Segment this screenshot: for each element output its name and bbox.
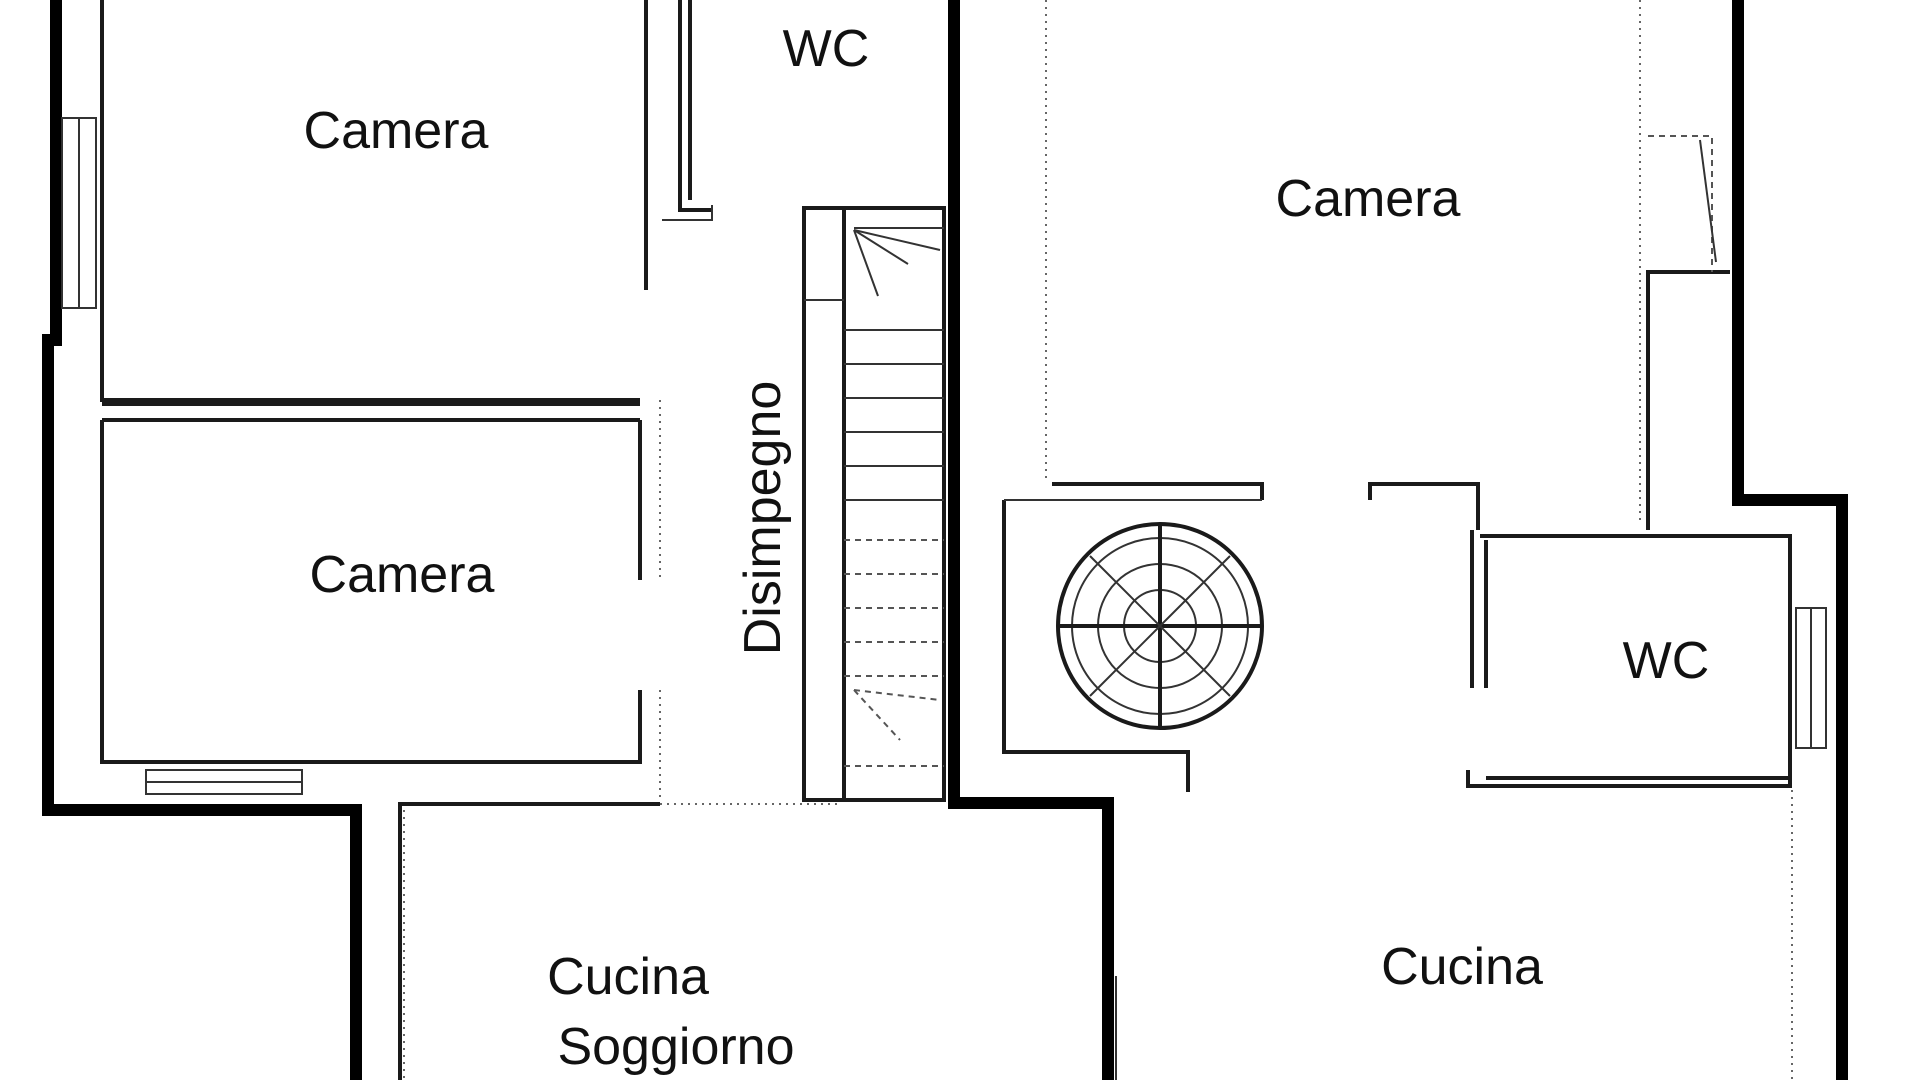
camera-mid-left-box <box>100 420 642 764</box>
room-label-cucina-soggiorno-line2: Soggiorno <box>557 1018 794 1076</box>
spiral-stair-enclosure <box>1002 500 1190 792</box>
room-label-camera-mid-left: Camera <box>310 546 495 604</box>
exterior-walls <box>42 0 1848 1080</box>
right-interior-walls <box>1002 0 1827 1080</box>
center-wall <box>948 0 1114 1080</box>
left-interior-walls <box>61 0 840 1080</box>
room-label-disimpegno: Disimpegno <box>734 381 792 656</box>
wc-left-walls <box>678 0 712 212</box>
cucina-soggiorno-top-wall <box>398 802 660 1080</box>
left-outer-wall <box>42 0 362 1080</box>
room-label-cucina-right: Cucina <box>1381 938 1543 996</box>
room-label-camera-right: Camera <box>1276 170 1461 228</box>
staircase-icon <box>802 206 946 802</box>
room-label-camera-top-left: Camera <box>304 102 489 160</box>
camera-top-left-walls <box>100 0 640 402</box>
right-outer-wall <box>1732 0 1848 1080</box>
spiral-staircase-icon <box>1056 522 1264 730</box>
wc-right-walls <box>1466 534 1792 788</box>
camera-right-bottom-wall-right <box>1368 482 1480 530</box>
room-label-wc-left: WC <box>783 20 870 78</box>
room-label-wc-right: WC <box>1623 632 1710 690</box>
room-label-cucina-soggiorno-line1: Cucina <box>547 948 709 1006</box>
camera-right-bottom-wall-left <box>1052 482 1264 500</box>
